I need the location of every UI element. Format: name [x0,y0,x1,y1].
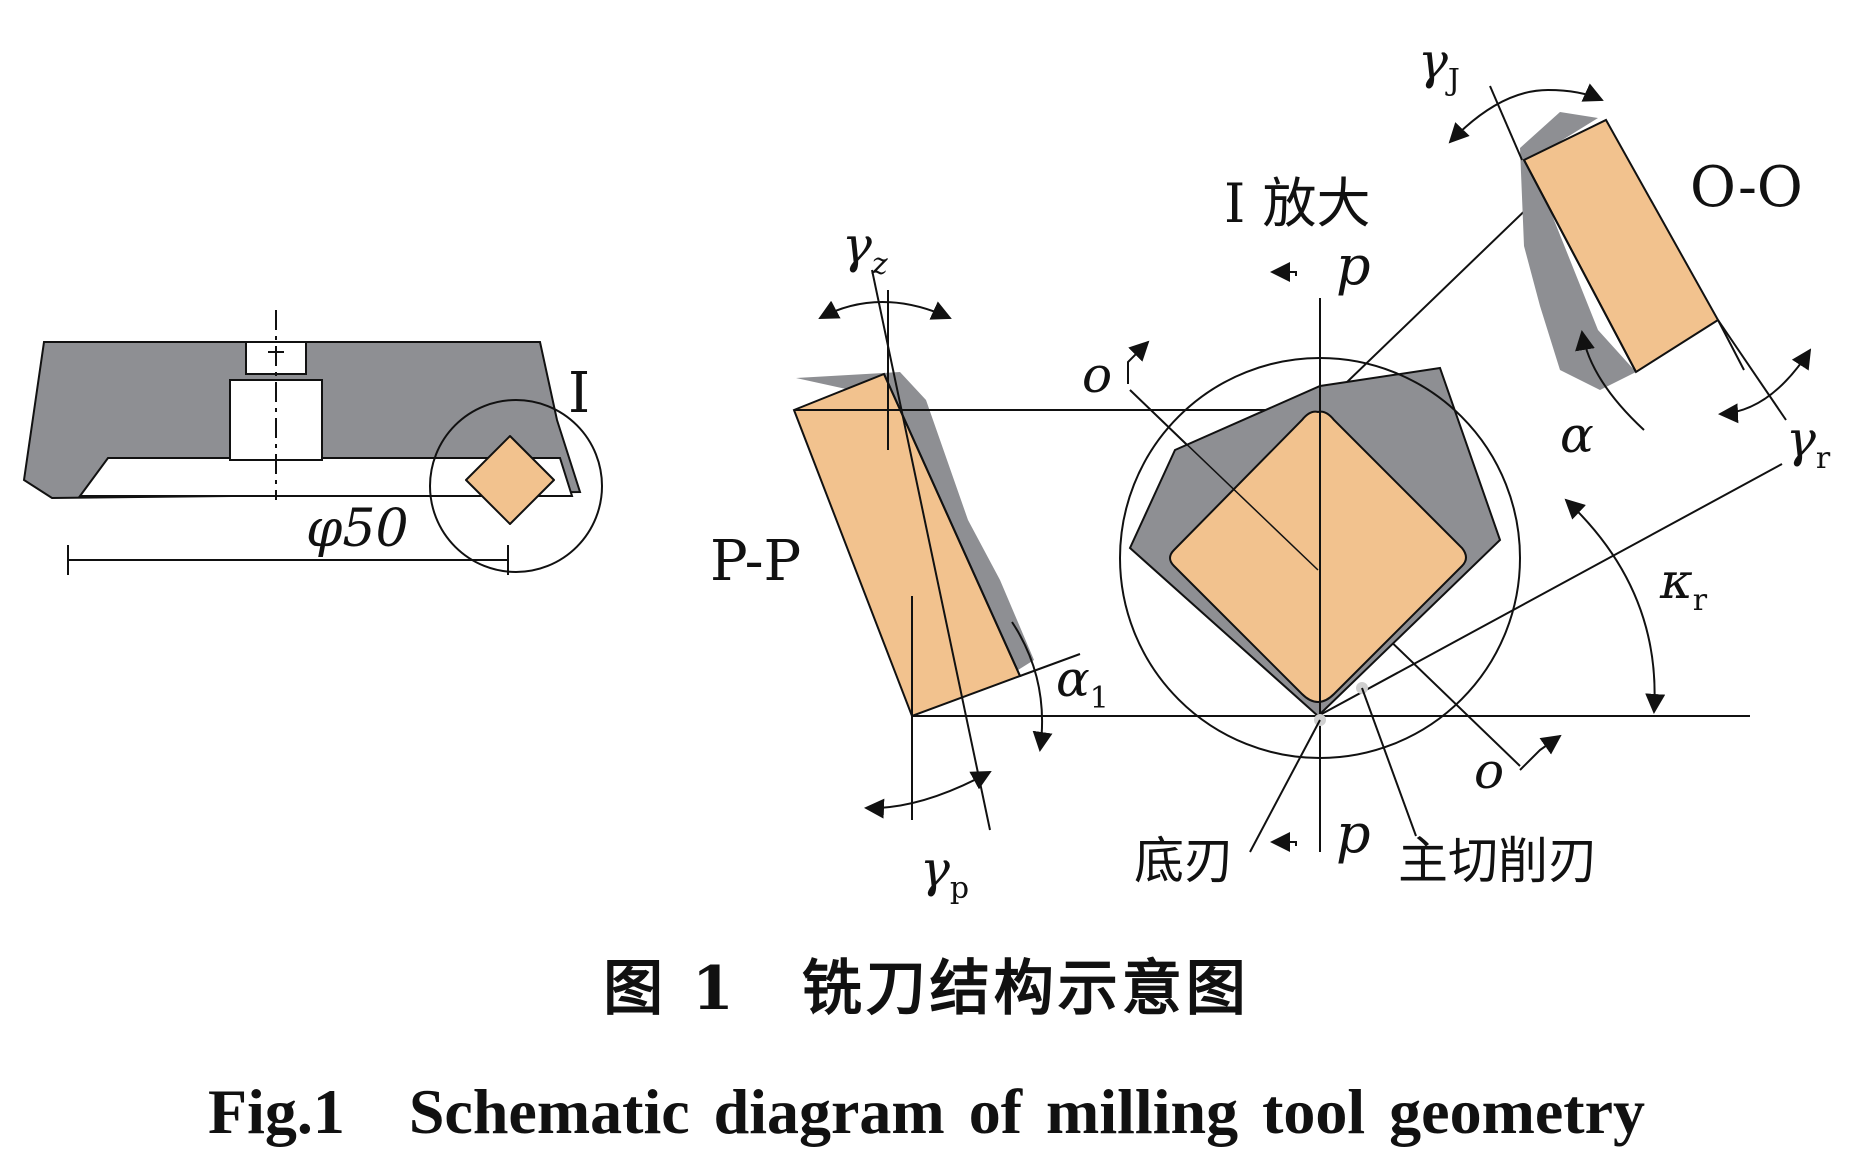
kappa-reference [1317,463,1783,717]
enlarge-label: I 放大 [1224,172,1371,235]
oo-rake-line [1489,85,1523,161]
p-top-label: p [1336,234,1371,297]
enlarged-view: I 放大 p o o p 底刃 主切削刃 κr [794,172,1783,890]
diameter-label: φ50 [306,499,409,559]
pp-axis [871,269,991,831]
gamma-p-label: γp [920,840,969,906]
section-I-label: I [568,361,590,426]
enlarged-insert [1169,410,1467,704]
gamma-z-label: γz [842,216,888,282]
section-oo: O-O γJ α γr [1418,32,1831,476]
bottom-edge-label: 底刃 [1134,832,1234,890]
p-bottom-label: p [1336,802,1371,865]
small-insert [465,435,555,525]
main-edge-extension [1317,195,1541,411]
tool-underside-cut [78,457,574,497]
main-edge-label: 主切削刃 [1398,832,1598,890]
oo-gray-shadow [1520,112,1636,390]
tool-body-view: I φ50 [22,310,603,575]
gamma-J-label: γJ [1418,32,1460,98]
oo-label: O-O [1690,155,1803,220]
kappa-r-label: κr [1659,552,1708,618]
alpha1-label: α1 [1056,650,1109,716]
alpha-label: α [1560,406,1594,464]
o-top-label: o [1082,346,1112,404]
figure-caption-cn: 图 1 铣刀结构示意图 [603,954,1250,1024]
pp-label: P-P [710,529,801,594]
section-pp: P-P γz α1 γp [710,216,1109,906]
o-bottom-label: o [1474,742,1504,800]
figure-caption-en: Fig.1 Schematic diagram of milling tool … [207,1076,1646,1147]
detail-circle-I [429,399,603,573]
gamma-r-label: γr [1786,410,1831,476]
